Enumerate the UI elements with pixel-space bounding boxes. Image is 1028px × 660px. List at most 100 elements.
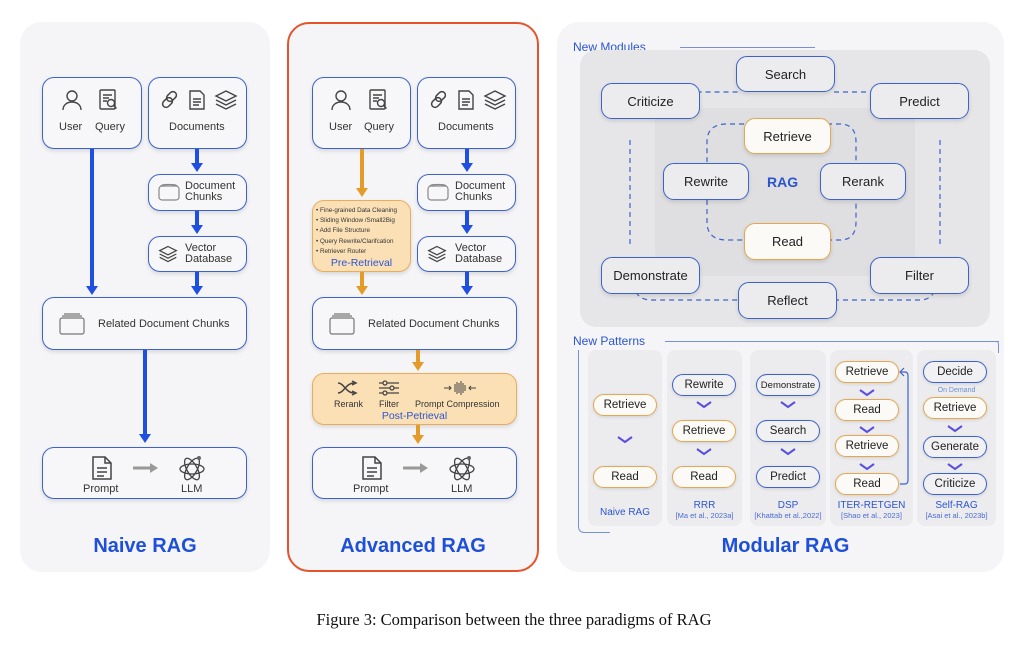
- pre-retrieval-title: Pre-Retrieval: [330, 257, 393, 269]
- filter-sliders-icon: [379, 380, 399, 396]
- chevron-down-icon: [780, 448, 796, 456]
- naive-arrow-query-to-related: [86, 149, 98, 295]
- naive-related-chunks-box: [42, 297, 247, 350]
- adv-vector-label-2: Database: [455, 253, 503, 265]
- naive-documents-label: Documents: [169, 121, 225, 133]
- chevron-down-icon: [859, 426, 875, 434]
- pre-item: • Retriever Router: [316, 247, 367, 255]
- pre-item-text: Sliding Window /Small2Big: [319, 217, 395, 225]
- chevron-down-icon: [947, 463, 963, 471]
- pattern-step: Retrieve: [835, 435, 899, 457]
- naive-vector-db-box: [148, 236, 247, 272]
- pattern-step: Retrieve: [835, 361, 899, 383]
- rerank-label: Rerank: [334, 399, 364, 409]
- naive-arrow-related-to-prompt: [139, 350, 151, 443]
- pattern-naive-column: [588, 350, 662, 526]
- naive-query-label: Query: [95, 121, 125, 133]
- module-rewrite: Rewrite: [663, 163, 749, 200]
- advanced-rag-title: Advanced RAG: [340, 535, 486, 557]
- figure-caption: Figure 3: Comparison between the three p…: [316, 610, 712, 629]
- module-predict: Predict: [870, 83, 969, 119]
- naive-vector-label-2: Database: [185, 253, 233, 265]
- new-modules-rule: [680, 47, 815, 48]
- module-retrieve: Retrieve: [744, 118, 831, 154]
- adv-chunks-label-1: Document: [455, 180, 506, 192]
- module-read: Read: [744, 223, 831, 260]
- adv-arrow-docs-to-chunks: [461, 149, 473, 172]
- user-icon: [331, 90, 351, 111]
- pre-item: • Add File Structure: [316, 227, 371, 235]
- layers-icon: [214, 90, 238, 110]
- pattern-step: Decide: [923, 361, 987, 383]
- chevron-down-icon: [947, 425, 963, 433]
- pattern-step: Read: [835, 399, 899, 421]
- new-patterns-frame: [665, 341, 999, 342]
- naive-user-label: User: [59, 121, 83, 133]
- database-layers-icon: [158, 245, 178, 263]
- module-criticize: Criticize: [601, 83, 700, 119]
- pattern-step: Search: [756, 420, 820, 442]
- prompt-document-icon: [92, 456, 112, 480]
- adv-vector-db-box: [417, 236, 516, 272]
- chevron-down-icon: [859, 463, 875, 471]
- post-retrieval-box: [312, 373, 517, 425]
- new-patterns-label: New Patterns: [573, 334, 646, 348]
- link-icon: [161, 90, 178, 109]
- pre-retrieval-box: [312, 200, 411, 272]
- adv-prompt-label: Prompt: [353, 483, 389, 495]
- pattern-step: Read: [593, 466, 657, 488]
- naive-related-label: Related Document Chunks: [98, 318, 230, 330]
- adv-user-query-box: [312, 77, 411, 149]
- modular-rag-title: Modular RAG: [721, 535, 850, 557]
- gray-arrow-icon: [403, 463, 428, 473]
- module-filter: Filter: [870, 257, 969, 294]
- rag-center-label: RAG: [767, 174, 799, 190]
- link-icon: [430, 90, 447, 109]
- pattern-step: Generate: [923, 436, 987, 458]
- pattern-name: RRR: [693, 500, 716, 511]
- pattern-ref: [Khattab et al.,2022]: [754, 511, 822, 520]
- naive-document-chunks-box: [148, 174, 247, 211]
- naive-user-query-box: [42, 77, 142, 149]
- naive-prompt-llm-box: [42, 447, 247, 499]
- module-demonstrate: Demonstrate: [601, 257, 700, 294]
- post-retrieval-title: Post-Petrieval: [381, 410, 448, 422]
- document-icon: [458, 90, 474, 110]
- pattern-step: Demonstrate: [756, 374, 820, 396]
- pre-item: • Fine-grained Data Cleaning: [316, 207, 397, 214]
- pre-item-text: Retriever Router: [319, 247, 367, 255]
- on-demand-note: On Demand: [937, 387, 976, 394]
- pattern-name: ITER-RETGEN: [837, 500, 906, 511]
- llm-atom-icon: [179, 456, 205, 481]
- layers-icon: [483, 90, 507, 110]
- database-layers-icon: [427, 245, 447, 263]
- pattern-name: Self-RAG: [935, 500, 978, 511]
- chunk-icon: [158, 183, 180, 201]
- adv-arrow-related-to-post: [412, 350, 424, 371]
- chunk-icon: [427, 183, 449, 201]
- query-icon: [369, 89, 387, 110]
- pattern-name: DSP: [777, 500, 799, 511]
- adv-prompt-llm-box: [312, 447, 517, 499]
- chevron-down-icon: [780, 401, 796, 409]
- pattern-step: Read: [672, 466, 736, 488]
- llm-atom-icon: [449, 456, 475, 481]
- naive-llm-label: LLM: [181, 483, 203, 495]
- adv-arrow-post-to-prompt: [412, 425, 424, 444]
- pattern-ref: [Asai et al., 2023b]: [925, 511, 988, 520]
- pre-retrieval-list: • Fine-grained Data Cleaning • Sliding W…: [316, 206, 397, 257]
- pre-item-text: Add File Structure: [319, 227, 371, 235]
- naive-documents-box: [148, 77, 247, 149]
- user-icon: [62, 90, 82, 111]
- loop-back-arrow: [899, 367, 909, 485]
- pattern-step: Read: [835, 473, 899, 495]
- naive-rag-title: Naive RAG: [93, 535, 197, 557]
- shuffle-icon: [337, 380, 358, 396]
- stacked-chunks-icon: [59, 313, 85, 335]
- adv-query-label: Query: [364, 121, 394, 133]
- module-rerank: Rerank: [820, 163, 906, 200]
- pattern-step: Retrieve: [672, 420, 736, 442]
- chevron-down-icon: [859, 389, 875, 397]
- gray-arrow-icon: [133, 463, 158, 473]
- adv-arrow-query-to-pre: [356, 149, 368, 197]
